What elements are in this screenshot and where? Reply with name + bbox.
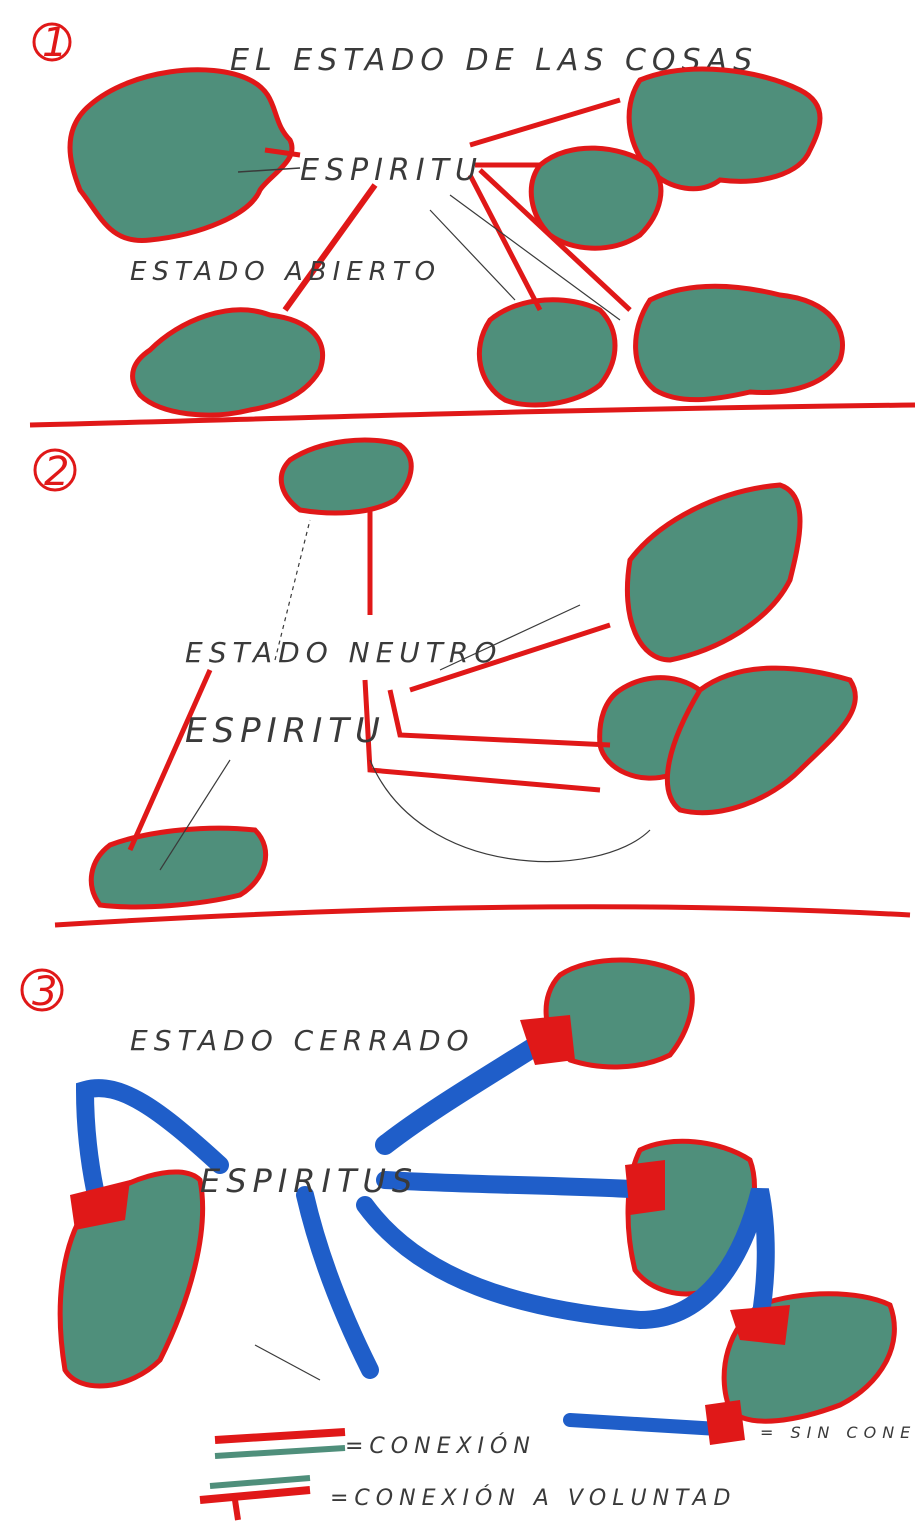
legend-connection-label: =CONEXIÓN <box>345 1433 536 1459</box>
panel-1-state-label: ESTADO ABIERTO <box>130 257 441 287</box>
object-blob <box>70 70 292 241</box>
legend-connection-swatch <box>215 1432 345 1440</box>
connection-line <box>390 690 610 745</box>
object-blob <box>479 300 615 405</box>
legend-voluntary-swatch-shadow <box>210 1478 310 1486</box>
connection-line <box>130 670 210 850</box>
object-blob <box>636 286 843 399</box>
panel-3: 3 ESTADO CERRADO ESPIRITUS =CONEXIÓ <box>22 960 915 1520</box>
panel-2-state-label: ESTADO NEUTRO <box>185 636 502 669</box>
legend: =CONEXIÓN =CONEXIÓN A VOLUNTAD = SIN CON… <box>200 1423 915 1520</box>
connection-point <box>625 1160 665 1215</box>
connection-point <box>705 1400 745 1445</box>
panel-2-center-label: ESPIRITU <box>185 711 386 751</box>
panel-1: 1 EL ESTADO DE LAS COSAS ESPIRITU ESTADO… <box>30 20 915 425</box>
arrow <box>255 1345 320 1380</box>
connection-line <box>285 185 375 310</box>
ground-line <box>55 907 910 925</box>
arrow <box>430 210 515 300</box>
legend-connection-swatch-shadow <box>215 1448 345 1456</box>
connection-line <box>470 100 620 145</box>
object-blob <box>281 440 411 513</box>
panel-3-state-label: ESTADO CERRADO <box>130 1024 475 1057</box>
legend-no-connection-label: = SIN CONE- XIÓN <box>760 1423 915 1442</box>
object-blob <box>627 485 800 660</box>
connection-at-will <box>385 1180 650 1190</box>
legend-voluntary-tick <box>235 1500 238 1520</box>
panel-2: 2 ESTADO NEUTRO ESPIRITU <box>35 440 910 925</box>
legend-voluntary-label: =CONEXIÓN A VOLUNTAD <box>330 1485 736 1511</box>
connection-at-will <box>305 1195 370 1370</box>
object-blob <box>133 310 323 415</box>
legend-voluntary-swatch <box>200 1490 310 1500</box>
panel-3-center-label: ESPIRITUS <box>200 1162 418 1200</box>
panel-1-center-label: ESPIRITU <box>300 153 483 188</box>
